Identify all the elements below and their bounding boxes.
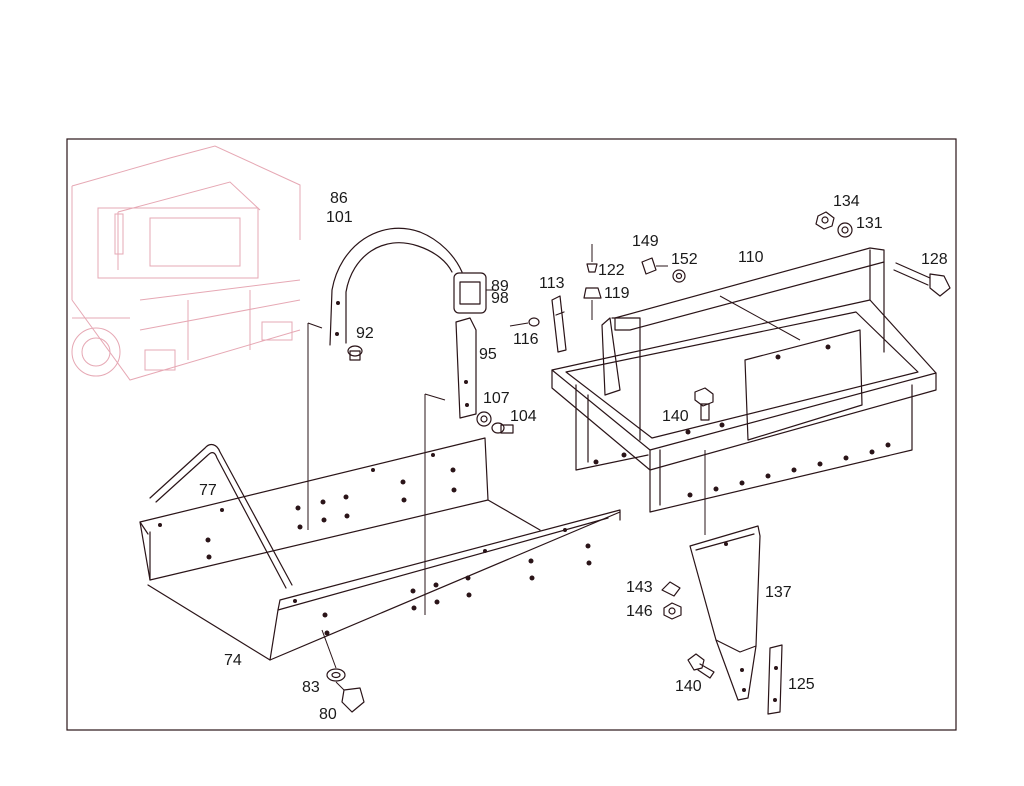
washer-152	[672, 269, 686, 283]
bolt-80	[335, 681, 365, 713]
bolt-92	[347, 345, 363, 361]
callout-83: 83	[302, 679, 320, 696]
buckle-89-98	[453, 272, 496, 314]
vehicle-reference-ghost	[71, 145, 301, 381]
bolt-104	[491, 422, 514, 434]
callout-143: 143	[626, 579, 653, 596]
callout-125: 125	[788, 676, 815, 693]
callout-149: 149	[632, 233, 659, 250]
callout-122: 122	[598, 262, 625, 279]
callout-137: 137	[765, 584, 792, 601]
callout-98: 98	[491, 290, 509, 307]
strip-125	[767, 644, 783, 715]
callout-89: 89	[491, 278, 509, 295]
callout-110: 110	[738, 249, 764, 266]
callout-77: 77	[199, 482, 217, 499]
pin-122	[586, 244, 598, 273]
callout-140-upper: 140	[662, 408, 689, 425]
callout-104: 104	[510, 408, 537, 425]
washer-131	[837, 222, 853, 238]
callout-74: 74	[224, 652, 242, 669]
callout-86: 86	[330, 190, 348, 207]
callout-116: 116	[513, 331, 539, 348]
callout-113: 113	[539, 275, 565, 292]
nut-146	[663, 602, 682, 620]
callout-152: 152	[671, 251, 698, 268]
callout-107: 107	[483, 390, 510, 407]
bolt-140-upper	[694, 387, 714, 421]
tray-74	[139, 437, 621, 661]
tray-holes	[158, 453, 592, 636]
rod-77	[149, 443, 293, 589]
plate-95	[455, 317, 477, 419]
battery-box-holes	[593, 344, 891, 498]
callout-92: 92	[356, 325, 374, 342]
bolt-128	[893, 262, 951, 297]
washer-107	[476, 411, 492, 427]
callout-134: 134	[833, 193, 860, 210]
battery-box-110	[551, 247, 937, 513]
callout-95: 95	[479, 346, 497, 363]
callout-101: 101	[326, 209, 353, 226]
callout-131: 131	[856, 215, 883, 232]
callout-146: 146	[626, 603, 653, 620]
diagram-frame	[66, 138, 957, 731]
clip-143	[661, 581, 681, 597]
cap-119	[583, 287, 602, 320]
bolt-116	[509, 317, 540, 327]
washer-83	[326, 668, 346, 682]
nut-134	[815, 211, 835, 230]
bolt-149	[641, 257, 668, 275]
callout-80: 80	[319, 706, 337, 723]
callout-119: 119	[604, 285, 630, 302]
callout-labels: 86 101 92 89 98 95 107 104 113 116 122 1…	[199, 190, 948, 723]
strap-86-101	[329, 227, 463, 346]
callout-140-lower: 140	[675, 678, 702, 695]
bolt-140-lower	[687, 653, 715, 679]
callout-128: 128	[921, 251, 948, 268]
bracket-113	[551, 295, 567, 353]
bracket-137	[689, 525, 761, 701]
